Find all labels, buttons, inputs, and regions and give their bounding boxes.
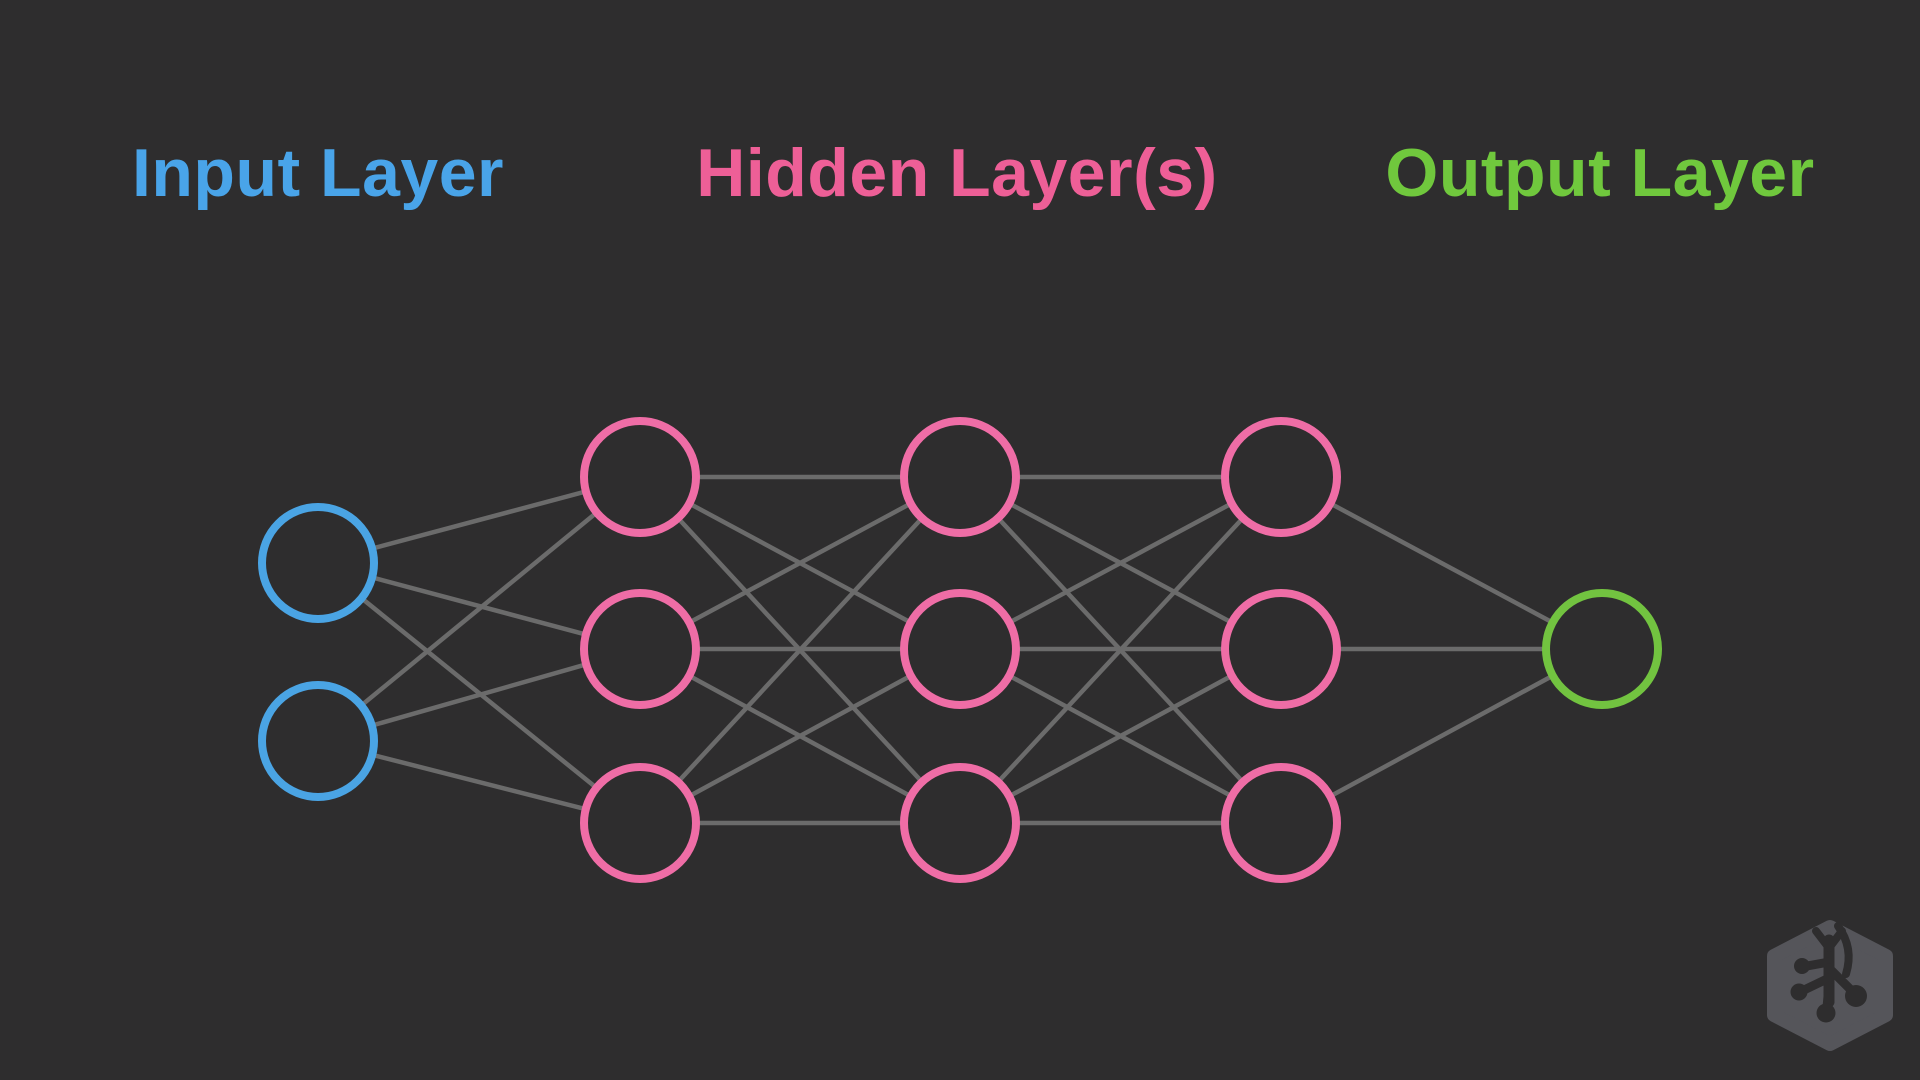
input-layer-node [258,681,378,801]
edge [958,475,1283,825]
hidden-layer-3-node [1221,417,1341,537]
edge [638,475,962,651]
input-layer-node [258,503,378,623]
output-layer-label: Output Layer [1385,135,1815,211]
hidden-layer-3-node [1221,589,1341,709]
hidden-layer-2-node [900,589,1020,709]
treehouse-logo-icon [1767,920,1893,1051]
edge [1279,647,1604,825]
hidden-layer-2-node [900,763,1020,883]
hidden-layer-label: Hidden Layer(s) [696,135,1218,211]
edge [638,647,962,825]
edge [1279,475,1604,651]
output-layer-node [1542,589,1662,709]
edge [958,647,1283,825]
hidden-layer-1-node [580,417,700,537]
input-layer-label: Input Layer [132,135,504,211]
hidden-layer-1-node [580,763,700,883]
hidden-layer-3-node [1221,763,1341,883]
edge [958,475,1283,651]
hidden-layer-2-node [900,417,1020,537]
nodes [258,417,1662,883]
edge [638,475,962,825]
edge [316,475,642,743]
hidden-layer-1-node [580,589,700,709]
